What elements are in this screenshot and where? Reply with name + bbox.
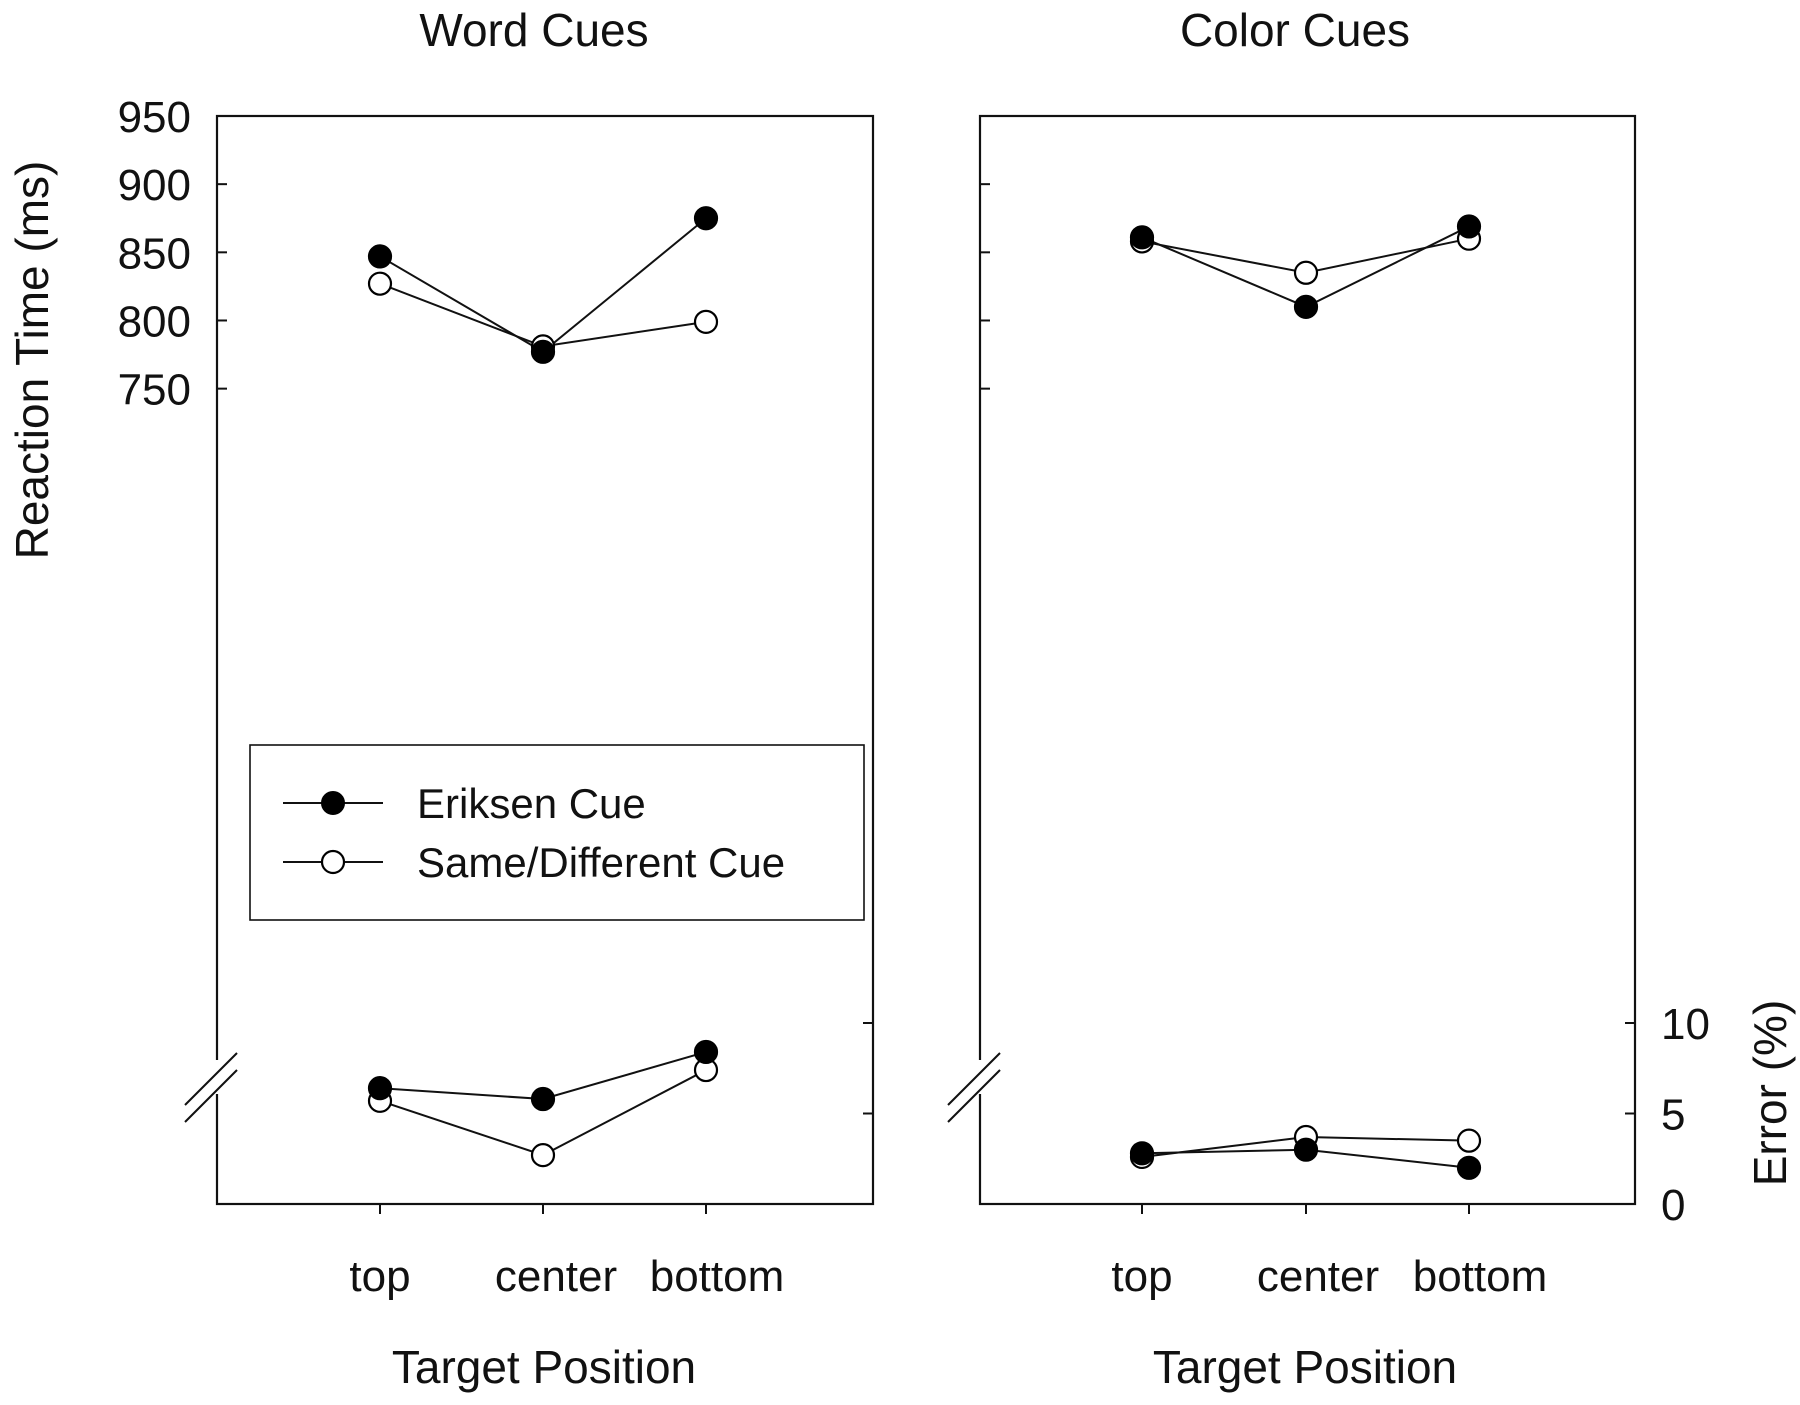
error-point-same-different <box>530 1143 556 1168</box>
legend-label: Eriksen Cue <box>417 780 646 827</box>
x-tick-label: center <box>495 1252 617 1301</box>
rt-point-same-different <box>693 309 719 334</box>
x-tick-label: top <box>1111 1252 1172 1301</box>
x-axis-title: Target Position <box>392 1341 696 1393</box>
error-axis-ticks <box>863 1022 873 1115</box>
rt-tick-label: 850 <box>118 229 191 278</box>
error-series-line <box>379 1069 707 1157</box>
legend-box <box>249 744 865 921</box>
error-tick-label: 5 <box>1661 1091 1685 1140</box>
axis-break-gap <box>213 1060 221 1094</box>
color-cues-panel: Color Cues Error (%) Target Position 0 5 1… <box>947 4 1796 1393</box>
rt-series <box>1129 214 1482 319</box>
error-point-eriksen <box>693 1039 719 1065</box>
axis-break-slash <box>184 1052 238 1106</box>
rt-point-same-different <box>1293 260 1319 285</box>
panel-title: Color Cues <box>1180 4 1410 56</box>
x-axis-ticks: top center bottom <box>1111 1204 1547 1301</box>
rt-axis-ticks: 750 800 850 900 950 <box>118 93 227 415</box>
x-tick-label: bottom <box>650 1252 785 1301</box>
error-series <box>367 1039 719 1168</box>
legend: Eriksen Cue Same/Different Cue <box>249 744 865 921</box>
axis-break-marks <box>184 1052 238 1123</box>
rt-series <box>367 206 719 364</box>
rt-point-eriksen <box>693 206 719 231</box>
axis-break-marks <box>947 1052 1001 1123</box>
error-point-same-different <box>1456 1128 1482 1153</box>
error-point-eriksen <box>530 1086 556 1112</box>
axis-break-gap <box>976 1060 984 1094</box>
legend-label: Same/Different Cue <box>417 839 785 886</box>
error-tick-label: 10 <box>1661 1000 1710 1049</box>
rt-point-same-different <box>367 271 393 296</box>
rt-point-eriksen <box>1456 214 1482 239</box>
plot-frame <box>215 114 875 1206</box>
rt-point-eriksen <box>530 339 556 364</box>
rt-tick-label: 800 <box>118 297 191 346</box>
plot-frame <box>978 114 1637 1206</box>
panel-title: Word Cues <box>419 4 648 56</box>
error-tick-label: 0 <box>1661 1181 1685 1230</box>
rt-point-eriksen <box>1129 225 1155 250</box>
error-point-eriksen <box>1456 1155 1482 1180</box>
legend-marker-filled <box>321 791 345 815</box>
rt-series-line <box>379 217 707 354</box>
y-axis-title: Reaction Time (ms) <box>6 161 58 560</box>
error-axis-title: Error (%) <box>1744 1000 1796 1187</box>
x-axis-ticks: top center bottom <box>349 1204 784 1301</box>
error-series <box>1129 1124 1482 1180</box>
rt-tick-label: 900 <box>118 161 191 210</box>
legend-marker-open <box>320 849 346 875</box>
error-point-eriksen <box>1293 1137 1319 1162</box>
axis-break-slash <box>184 1069 238 1123</box>
error-point-eriksen <box>367 1076 393 1101</box>
error-axis-ticks: 0 5 10 <box>1625 1000 1710 1230</box>
rt-axis-ticks <box>980 115 990 390</box>
word-cues-panel: Word Cues Reaction Time (ms) Target Posi… <box>6 4 875 1393</box>
x-axis-title: Target Position <box>1153 1341 1457 1393</box>
rt-tick-label: 950 <box>118 93 191 142</box>
axis-break-slash <box>947 1069 1001 1123</box>
x-tick-label: center <box>1257 1252 1379 1301</box>
axis-break-slash <box>947 1052 1001 1106</box>
rt-point-eriksen <box>367 244 393 269</box>
rt-point-eriksen <box>1293 294 1319 319</box>
rt-tick-label: 750 <box>118 366 191 415</box>
error-point-eriksen <box>1129 1141 1155 1166</box>
x-tick-label: bottom <box>1413 1252 1548 1301</box>
x-tick-label: top <box>349 1252 410 1301</box>
